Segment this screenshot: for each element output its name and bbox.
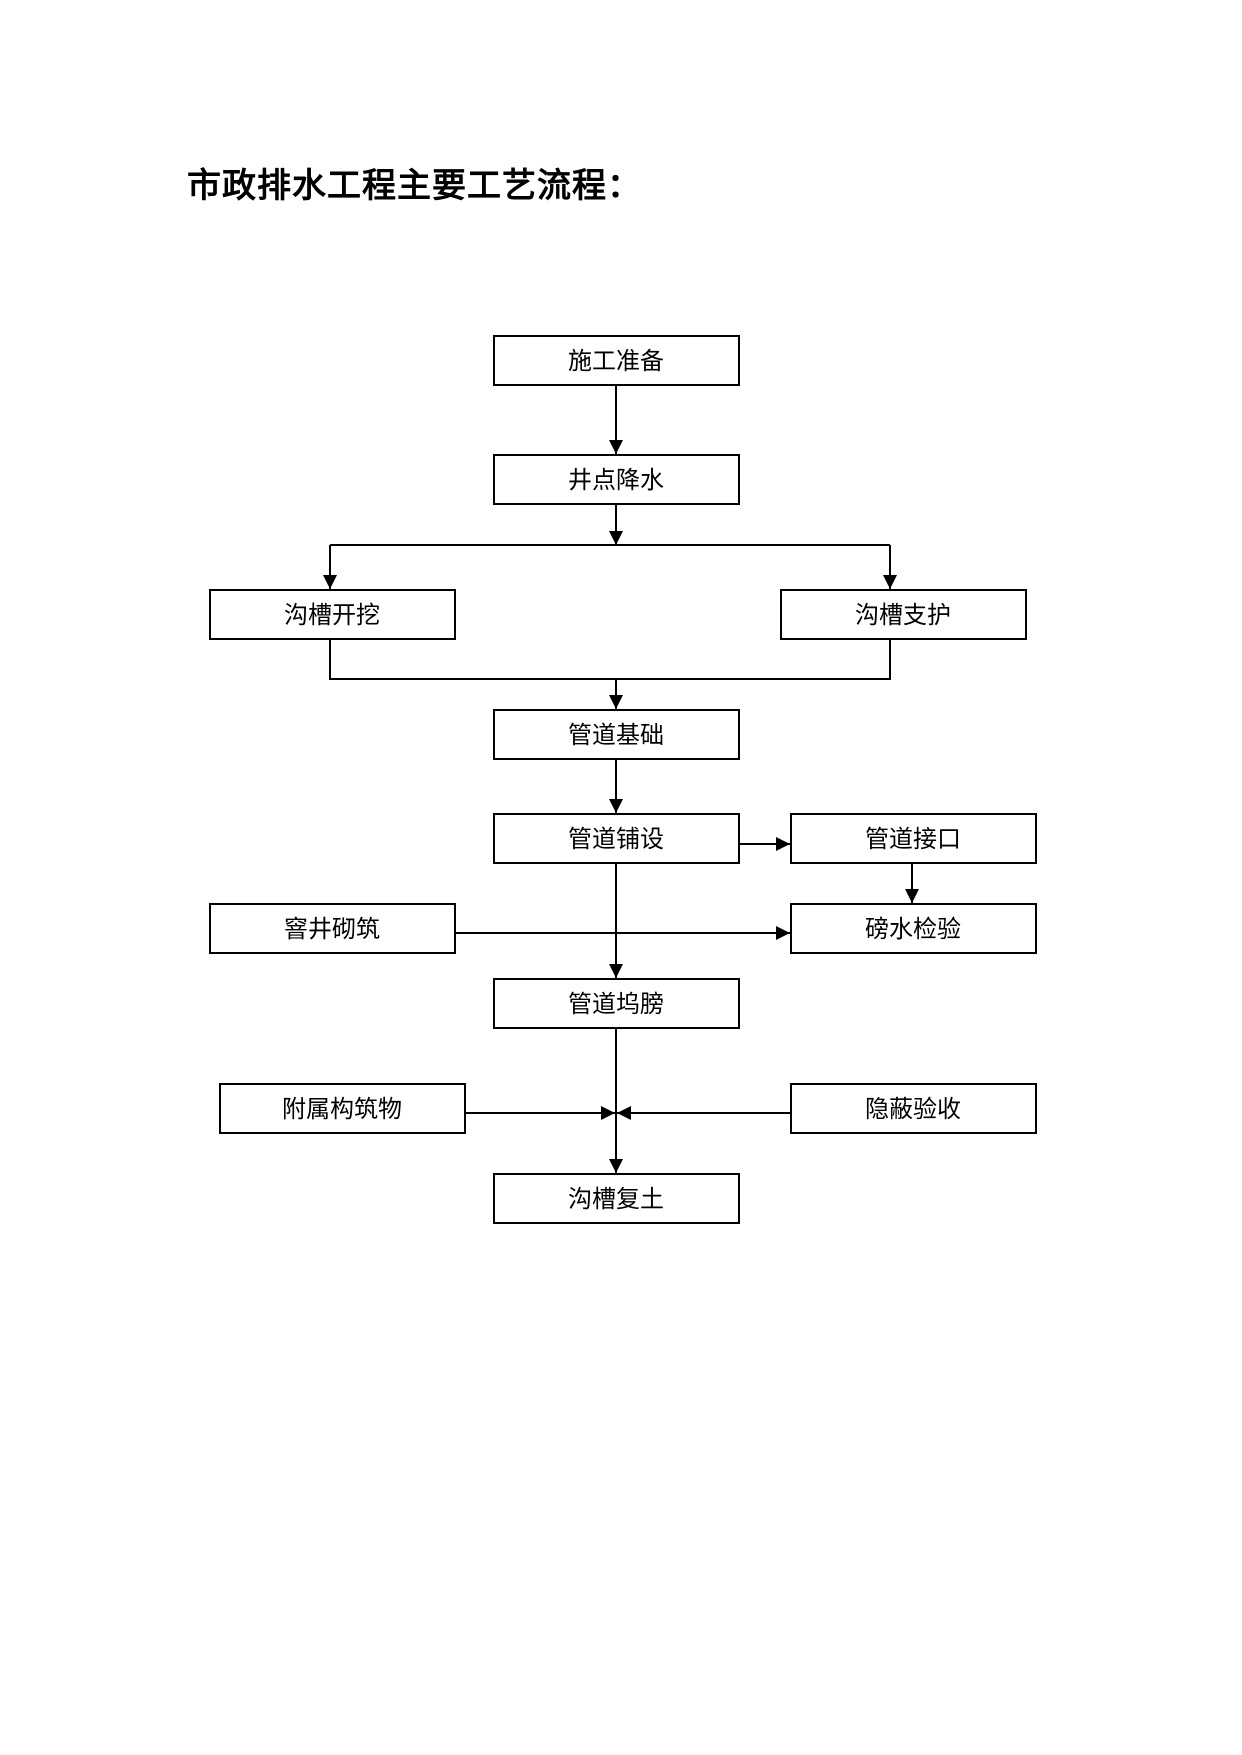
node-foundation-label: 管道基础 (568, 721, 664, 749)
node-laying-label: 管道铺设 (568, 825, 664, 853)
node-backfill: 沟槽复土 (493, 1173, 740, 1224)
node-excavate-label: 沟槽开挖 (284, 601, 380, 629)
node-foundation: 管道基础 (493, 709, 740, 760)
page-title: 市政排水工程主要工艺流程： (187, 166, 642, 206)
node-hidden-label: 隐蔽验收 (865, 1095, 961, 1123)
node-ancillary: 附属构筑物 (219, 1083, 466, 1134)
node-joint-label: 管道接口 (865, 825, 961, 853)
node-support: 沟槽支护 (780, 589, 1027, 640)
node-hidden: 隐蔽验收 (790, 1083, 1037, 1134)
merge-line (329, 639, 891, 680)
node-watertest-label: 磅水检验 (865, 915, 961, 943)
node-prep: 施工准备 (493, 335, 740, 386)
node-haunch-label: 管道坞膀 (568, 990, 664, 1018)
node-prep-label: 施工准备 (568, 347, 664, 375)
node-ancillary-label: 附属构筑物 (282, 1095, 402, 1123)
node-dewater-label: 井点降水 (568, 466, 664, 494)
node-dewater: 井点降水 (493, 454, 740, 505)
node-manhole: 窨井砌筑 (209, 903, 456, 954)
node-excavate: 沟槽开挖 (209, 589, 456, 640)
node-haunch: 管道坞膀 (493, 978, 740, 1029)
connectors (323, 384, 919, 1173)
node-watertest: 磅水检验 (790, 903, 1037, 954)
node-laying: 管道铺设 (493, 813, 740, 864)
node-manhole-label: 窨井砌筑 (284, 915, 380, 943)
node-support-label: 沟槽支护 (855, 601, 951, 629)
node-backfill-label: 沟槽复土 (568, 1185, 664, 1213)
node-joint: 管道接口 (790, 813, 1037, 864)
